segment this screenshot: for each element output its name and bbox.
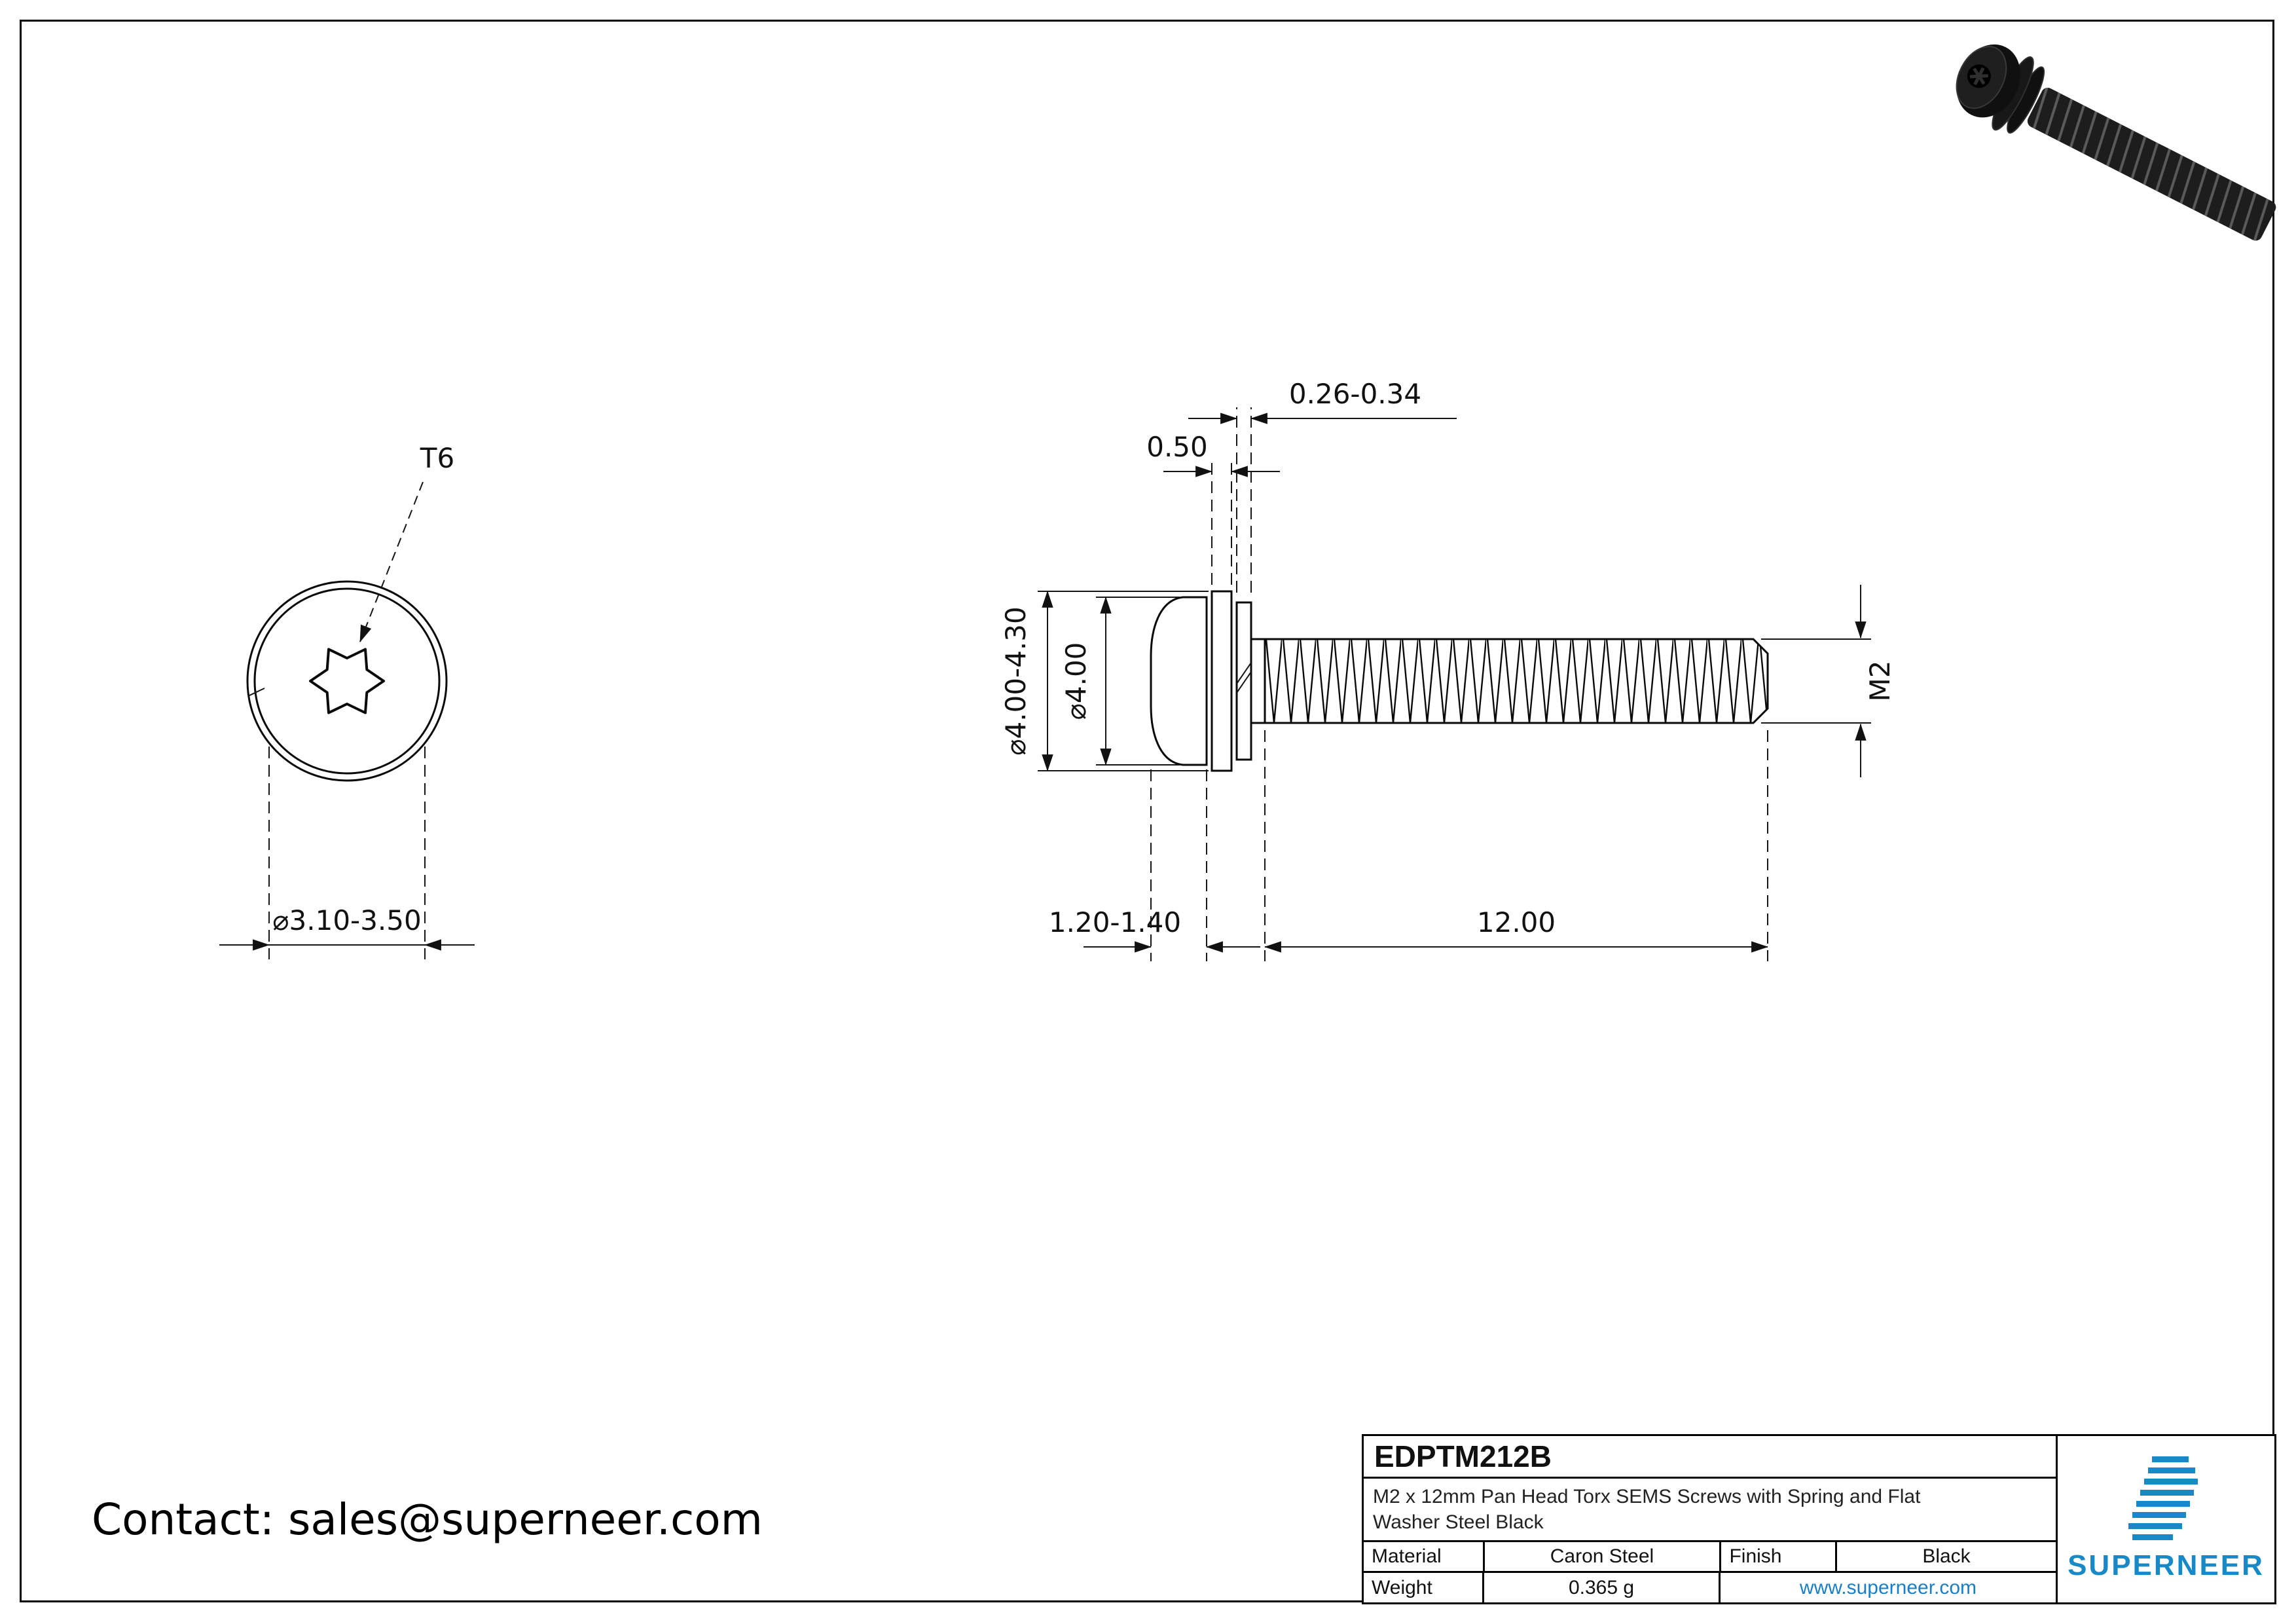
front-view-dimensions: T6 ⌀3.10-3.50: [219, 442, 475, 959]
weight-row: Weight 0.365 g www.superneer.com: [1364, 1571, 2056, 1603]
contact-line: Contact: sales@superneer.com: [92, 1494, 763, 1545]
sheet-border: [20, 20, 2274, 1602]
material-row: Material Caron Steel Finish Black: [1364, 1540, 2056, 1572]
spring-washer-thickness-label: 0.26-0.34: [1289, 378, 1421, 410]
part-description: M2 x 12mm Pan Head Torx SEMS Screws with…: [1373, 1485, 1921, 1533]
side-view-dimensions: 0.50 0.26-0.34 ⌀4.00-4.30 ⌀4.00 1.20-1.4…: [1000, 378, 1896, 961]
spring-washer-split: [1236, 671, 1252, 693]
spring-washer-split-mark: [247, 688, 265, 697]
washer-diameter-label: ⌀4.00-4.30: [1000, 606, 1032, 755]
threaded-shaft: [1264, 638, 1769, 724]
screw-3d-render: [1956, 44, 2276, 241]
title-block-left: EDPTM212B M2 x 12mm Pan Head Torx SEMS S…: [1364, 1436, 2058, 1603]
part-description-cell: M2 x 12mm Pan Head Torx SEMS Screws with…: [1364, 1476, 2056, 1540]
flat-washer: [1211, 590, 1233, 772]
title-block: EDPTM212B M2 x 12mm Pan Head Torx SEMS S…: [1362, 1434, 2276, 1604]
head-height-label: 1.20-1.40: [1049, 906, 1181, 938]
torx-size-label: T6: [420, 442, 454, 474]
front-view: [246, 580, 448, 782]
spring-washer: [1235, 601, 1252, 761]
weight-label: Weight: [1372, 1576, 1432, 1598]
side-view: [1150, 590, 1769, 772]
head-recess-diameter-label: ⌀3.10-3.50: [272, 904, 421, 936]
head-outline-circle: [253, 587, 441, 775]
thread-size-label: M2: [1864, 661, 1896, 702]
brand-logo-icon: [2128, 1456, 2198, 1540]
spring-washer-3d: [2007, 66, 2045, 134]
material-label: Material: [1372, 1545, 1442, 1568]
flat-washer-thickness-label: 0.50: [1146, 431, 1208, 463]
brand-name: SUPERNEER: [2068, 1549, 2265, 1581]
brand-logo-cell: SUPERNEER: [2058, 1436, 2274, 1602]
website-link[interactable]: www.superneer.com: [1718, 1573, 2056, 1603]
finish-label: Finish: [1719, 1541, 1835, 1572]
thread-length-label: 12.00: [1477, 906, 1556, 938]
finish-value: Black: [1834, 1541, 2056, 1572]
torx-leader-line: [359, 481, 424, 643]
spring-washer-split: [1236, 662, 1252, 684]
weight-value: 0.365 g: [1482, 1573, 1719, 1603]
torx-recess: [309, 648, 385, 714]
head-diameter-label: ⌀4.00: [1060, 642, 1092, 720]
material-value: Caron Steel: [1482, 1541, 1720, 1572]
pan-head: [1150, 596, 1208, 766]
part-number: EDPTM212B: [1374, 1439, 1552, 1473]
